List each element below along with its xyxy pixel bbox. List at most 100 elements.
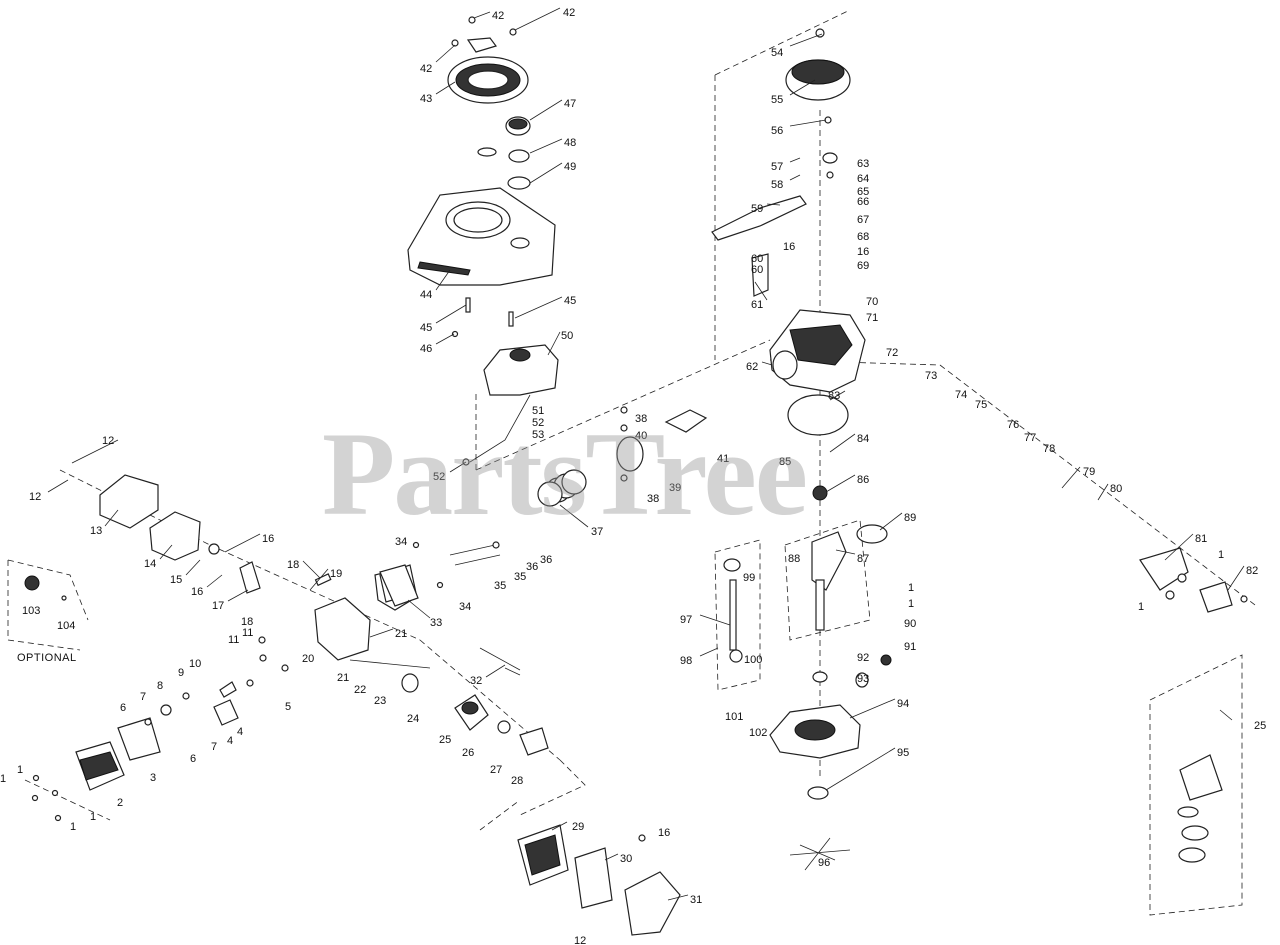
callout-label-c13: 13 — [90, 525, 102, 537]
callout-label-c16c: 16 — [262, 533, 274, 545]
callout-label-c56: 56 — [771, 125, 783, 137]
optional-parts-box — [7, 559, 89, 651]
callout-label-c102: 102 — [749, 727, 767, 739]
callout-label-c64: 64 — [857, 173, 869, 185]
carburetor-airfilter-group — [379, 564, 681, 936]
callout-label-c28: 28 — [511, 775, 523, 787]
callout-label-c60b: 60 — [751, 264, 763, 276]
callout-label-c65: 65 — [857, 186, 869, 198]
callout-label-c49: 49 — [564, 161, 576, 173]
callout-label-c58: 58 — [771, 179, 783, 191]
callout-label-c19: 19 — [330, 568, 342, 580]
callout-label-c2: 2 — [117, 797, 123, 809]
gasket-group — [379, 541, 501, 607]
recoil-starter-group — [447, 16, 531, 190]
callout-label-c1a: 1 — [1218, 549, 1224, 561]
callout-label-c78: 78 — [1043, 443, 1055, 455]
callout-label-c21b: 21 — [337, 672, 349, 684]
callout-label-c47: 47 — [564, 98, 576, 110]
callout-label-c10: 10 — [189, 658, 201, 670]
callout-label-c35b: 35 — [494, 580, 506, 592]
callout-label-c77: 77 — [1024, 432, 1036, 444]
callout-label-c30: 30 — [620, 853, 632, 865]
callout-label-c1e: 1 — [17, 764, 23, 776]
callout-label-c26: 26 — [462, 747, 474, 759]
callout-label-c82: 82 — [1246, 565, 1258, 577]
flywheel-group — [711, 28, 851, 297]
callout-label-c11a: 11 — [242, 627, 253, 639]
callout-label-c63: 63 — [857, 158, 869, 170]
callout-label-c45a: 45 — [420, 322, 432, 334]
callout-label-c55: 55 — [771, 94, 783, 106]
callout-label-c90: 90 — [904, 618, 916, 630]
callout-label-c59: 59 — [751, 203, 763, 215]
part-103-shape — [24, 575, 40, 591]
callout-label-c72: 72 — [886, 347, 898, 359]
callout-label-c95: 95 — [897, 747, 909, 759]
callout-label-c104: 104 — [57, 620, 75, 632]
callout-label-c12a: 12 — [102, 435, 114, 447]
callout-label-c68: 68 — [857, 231, 869, 243]
callout-label-c1d: 1 — [908, 598, 914, 610]
callout-label-c17: 17 — [212, 600, 224, 612]
crankcase — [769, 309, 892, 688]
callout-label-c50: 50 — [561, 330, 573, 342]
callout-label-c42b: 42 — [563, 7, 575, 19]
callout-label-c14: 14 — [144, 558, 156, 570]
callout-label-c45b: 45 — [564, 295, 576, 307]
callout-label-c24: 24 — [407, 713, 419, 725]
callout-label-c92: 92 — [857, 652, 869, 664]
callout-label-c16e: 16 — [658, 827, 670, 839]
callout-label-c23: 23 — [374, 695, 386, 707]
callout-label-c8: 8 — [157, 680, 163, 692]
callout-label-c6a: 6 — [120, 702, 126, 714]
callout-label-c37: 37 — [591, 526, 603, 538]
callout-label-c83: 83 — [828, 390, 840, 402]
callout-label-c34b: 34 — [459, 601, 471, 613]
callout-label-c93: 93 — [857, 673, 869, 685]
callout-label-c99: 99 — [743, 572, 755, 584]
callout-label-c36a: 36 — [540, 554, 552, 566]
callout-label-c94: 94 — [897, 698, 909, 710]
callout-label-c34a: 34 — [395, 536, 407, 548]
callout-label-c71: 71 — [866, 312, 878, 324]
piston-group — [537, 406, 708, 507]
callout-label-c62: 62 — [746, 361, 758, 373]
callout-label-c4b: 4 — [227, 735, 233, 747]
callout-label-c53: 53 — [532, 429, 544, 441]
callout-label-c69: 69 — [857, 260, 869, 272]
callout-label-c74: 74 — [955, 389, 967, 401]
callout-label-c33: 33 — [430, 617, 442, 629]
callout-label-c16b: 16 — [783, 241, 795, 253]
callout-label-c4a: 4 — [237, 726, 243, 738]
callout-label-c16a: 16 — [857, 246, 869, 258]
callout-label-c43: 43 — [420, 93, 432, 105]
callout-label-c70: 70 — [866, 296, 878, 308]
callout-label-c25a: 25 — [1254, 720, 1266, 732]
callout-label-c61: 61 — [751, 299, 763, 311]
callout-label-c16d: 16 — [191, 586, 203, 598]
governor-group — [714, 519, 871, 691]
callout-label-c25b: 25 — [439, 734, 451, 746]
callout-label-c103: 103 — [22, 605, 40, 617]
callout-label-c7a: 7 — [140, 691, 146, 703]
callout-label-c57: 57 — [771, 161, 783, 173]
callout-label-c7b: 7 — [211, 741, 217, 753]
callout-label-c80: 80 — [1110, 483, 1122, 495]
callout-label-c86: 86 — [857, 474, 869, 486]
callout-label-c35a: 35 — [514, 571, 526, 583]
callout-label-c36b: 36 — [526, 561, 538, 573]
callout-label-c15: 15 — [170, 574, 182, 586]
callout-label-c44: 44 — [420, 289, 432, 301]
callout-label-c101: 101 — [725, 711, 743, 723]
callout-label-c97: 97 — [680, 614, 692, 626]
callout-label-c54: 54 — [771, 47, 783, 59]
callout-label-c66: 66 — [857, 196, 869, 208]
blower-housing — [407, 187, 556, 286]
optional-label: OPTIONAL — [17, 652, 77, 664]
callout-label-c73: 73 — [925, 370, 937, 382]
callout-label-c76: 76 — [1007, 419, 1019, 431]
callout-label-c98: 98 — [680, 655, 692, 667]
